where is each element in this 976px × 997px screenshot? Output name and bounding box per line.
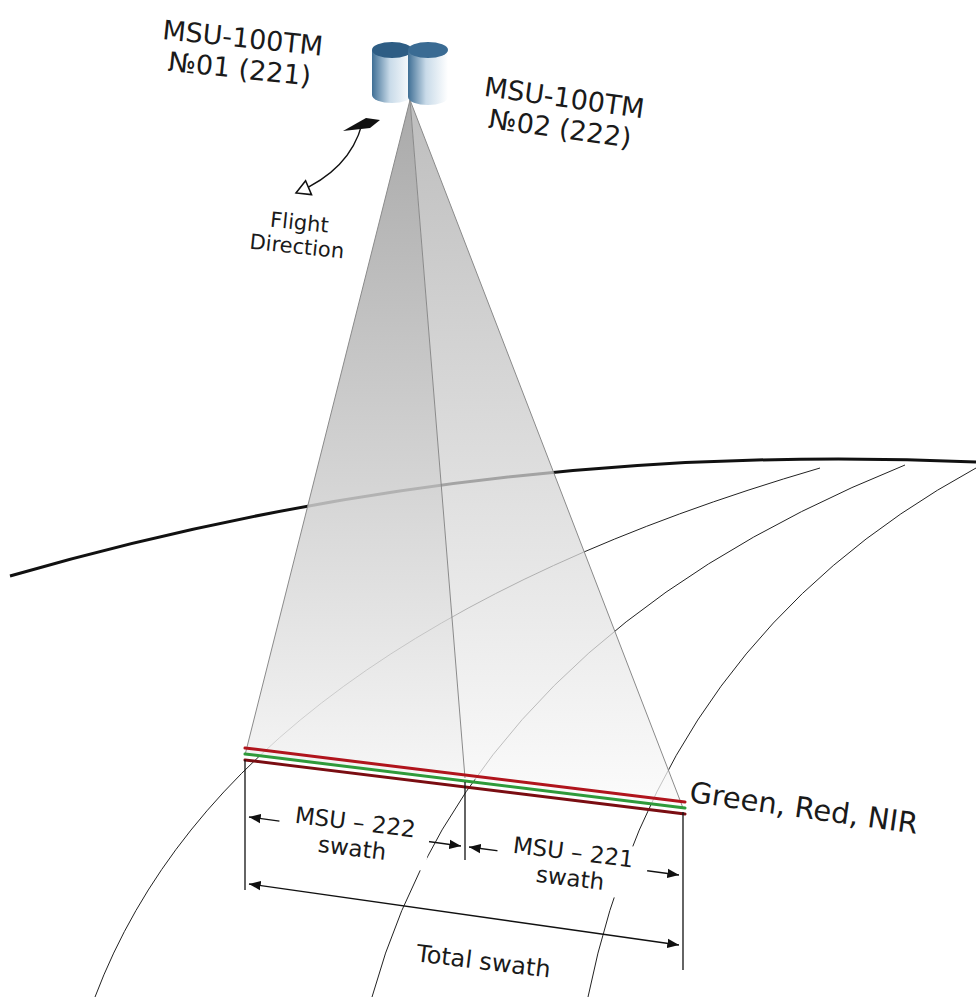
instrument-label: MSU-100TM №01 (221) — [139, 12, 344, 95]
instrument-label: MSU-100TM №02 (222) — [456, 68, 668, 158]
dimension-label: Total swath — [412, 940, 555, 985]
band-label: Green, Red, NIR — [687, 776, 969, 848]
swath-label: MSU – 221 swath — [494, 830, 650, 901]
dimension-lines — [245, 760, 683, 970]
view-cone — [245, 100, 683, 808]
flight-arrow — [296, 118, 380, 193]
swath-label: MSU – 222 swath — [276, 800, 432, 871]
camera-pair — [372, 42, 448, 105]
direction-label: Flight Direction — [241, 205, 355, 265]
